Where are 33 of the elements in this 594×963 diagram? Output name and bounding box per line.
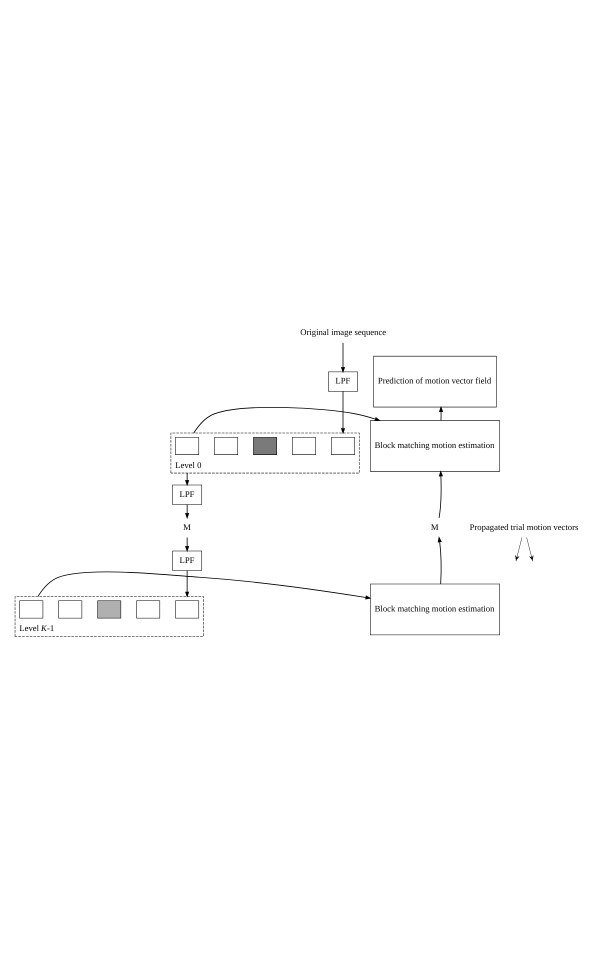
node-box: Block matching motion estimation xyxy=(370,420,500,472)
arrow xyxy=(185,472,190,486)
node-box xyxy=(175,600,200,618)
node-box xyxy=(331,436,355,454)
node-text: M xyxy=(183,521,191,532)
node-box: LPF xyxy=(172,484,202,504)
node-box xyxy=(97,600,122,618)
node-box xyxy=(19,600,44,618)
arrow xyxy=(193,406,381,433)
arrow xyxy=(438,536,442,584)
node-box xyxy=(136,600,160,618)
node-box: Prediction of motion vector field xyxy=(373,355,497,407)
node-text: Original image sequence xyxy=(300,326,386,336)
arrow xyxy=(38,571,372,599)
node-box: LPF xyxy=(328,371,358,392)
node-box xyxy=(292,436,316,454)
node-text: Propagated trial motion vectors xyxy=(470,521,578,532)
cluster: Level K-1 xyxy=(14,596,204,636)
arrow xyxy=(185,570,190,598)
node-box xyxy=(58,600,82,618)
node-box xyxy=(214,436,238,454)
node-box: Block matching motion estimation xyxy=(370,583,500,635)
cluster: Level 0 xyxy=(170,432,360,473)
node-box: LPF xyxy=(172,550,202,570)
arrow xyxy=(340,342,346,373)
arrow xyxy=(185,504,190,519)
arrow xyxy=(439,405,444,420)
arrow xyxy=(340,390,346,434)
node-box xyxy=(175,436,200,454)
arrow xyxy=(438,470,443,518)
node-text: M xyxy=(430,521,439,532)
arrow xyxy=(185,536,190,552)
node-box xyxy=(253,436,277,454)
